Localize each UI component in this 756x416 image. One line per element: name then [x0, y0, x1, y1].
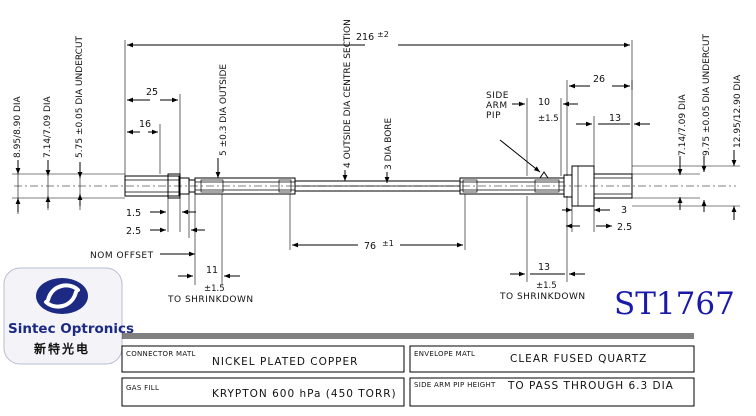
dim-13-bottom-tol: ±1.5 [536, 281, 557, 291]
shrinkdown-left-label: TO SHRINKDOWN [167, 295, 254, 305]
dimension-16: 16 [127, 119, 161, 174]
dimension-13-bottom: 13 ±1.5 TO SHRINKDOWN [499, 196, 586, 302]
dim-25-value: 25 [146, 87, 158, 98]
side-arm-label-1: SIDE [486, 91, 509, 101]
undercut-5-75-label: 5.75 ±0.05 DIA UNDERCUT [75, 35, 85, 158]
envelope-matl-value: CLEAR FUSED QUARTZ [510, 353, 647, 365]
sintec-logo: Sintec Optronics 新特光电 [3, 267, 134, 365]
product-code: ST1767 [614, 286, 735, 322]
dia-7-14-left-label: 7.14/7.09 DIA [43, 95, 53, 158]
dia-12-95-label: 12.95/12.90 DIA [733, 74, 743, 148]
connector-matl-cell [121, 345, 405, 373]
dim-16-value: 16 [139, 119, 151, 130]
dimension-25: 25 [127, 87, 181, 174]
dim-13-bottom-value: 13 [538, 262, 550, 273]
logo-name: Sintec Optronics [8, 321, 134, 337]
dimension-11: 11 ±1.5 TO SHRINKDOWN [167, 194, 254, 305]
dim-2-5-right-value: 2.5 [617, 222, 632, 233]
dimension-2-5-right: 2.5 [566, 222, 632, 233]
side-arm-height-value: TO PASS THROUGH 6.3 DIA [507, 380, 674, 392]
dim-3-value: 3 [621, 205, 627, 216]
lamp-body [14, 165, 736, 207]
side-arm-label-3: PIP [486, 111, 501, 121]
overall-length-value: 216 [356, 32, 374, 43]
side-arm-height-cell [409, 377, 695, 407]
gas-fill-cell [121, 377, 405, 407]
right-diameter-callouts: 7.14/7.09 DIA 9.75 ±0.05 DIA UNDERCUT 12… [632, 33, 743, 220]
shrinkdown-right-label: TO SHRINKDOWN [499, 292, 586, 302]
spec-table: CONNECTOR MATL NICKEL PLATED COPPER ENVE… [121, 333, 695, 407]
dim-1-5-value: 1.5 [126, 208, 141, 219]
dimension-76: 76 ±1 [289, 194, 466, 252]
side-arm-pip [539, 171, 549, 179]
overall-length-dimension: 216 ±2 [124, 30, 633, 176]
dim-13-top-value: 13 [609, 113, 621, 124]
gas-fill-value: KRYPTON 600 hPa (450 TORR) [212, 388, 397, 400]
nom-offset-label: NOM OFFSET [90, 251, 154, 261]
dim-76-tol: ±1 [382, 239, 394, 248]
dim-76-value: 76 [364, 241, 376, 252]
dia-8-95-label: 8.95/8.90 DIA [13, 95, 23, 158]
dim-11-tol: ±1.5 [204, 284, 225, 294]
dimension-26: 26 [566, 74, 633, 176]
logo-chinese: 新特光电 [34, 341, 90, 356]
envelope-matl-label: ENVELOPE MATL [414, 350, 475, 358]
dim-26-value: 26 [593, 74, 605, 85]
gas-fill-label: GAS FILL [126, 384, 159, 392]
outside-dia-callouts: 5 ±0.3 DIA OUTSIDE 4 OUTSIDE DIA CENTRE … [215, 19, 394, 183]
connector-matl-value: NICKEL PLATED COPPER [212, 356, 358, 368]
dimension-13-top: 13 [576, 113, 650, 168]
overall-length-tol: ±2 [377, 30, 389, 39]
bore-3-label: 3 DIA BORE [384, 117, 394, 170]
side-arm-label-2: ARM [486, 101, 508, 111]
undercut-9-75-label: 9.75 ±0.05 DIA UNDERCUT [702, 33, 712, 156]
dia-7-14-right-label: 7.14/7.09 DIA [678, 93, 688, 156]
dimension-2-5-left: 2.5 [126, 194, 205, 238]
outside-5-label: 5 ±0.3 DIA OUTSIDE [219, 64, 229, 156]
dim-10-value: 10 [538, 97, 550, 108]
left-diameter-callouts: 8.95/8.90 DIA 7.14/7.09 DIA 5.75 ±0.05 D… [12, 35, 125, 214]
nom-offset: NOM OFFSET [90, 251, 195, 261]
side-arm-height-label: SIDE ARM PIP HEIGHT [414, 381, 496, 389]
connector-matl-label: CONNECTOR MATL [126, 350, 196, 358]
dim-11-value: 11 [206, 265, 218, 276]
dim-10-tol: ±1.5 [538, 114, 559, 124]
envelope-matl-cell [409, 345, 695, 373]
side-arm-callout: SIDE ARM PIP 10 ±1.5 [486, 91, 578, 176]
centre-section-label: 4 OUTSIDE DIA CENTRE SECTION [343, 19, 353, 168]
dim-2-5-left-value: 2.5 [126, 226, 141, 237]
logo-emblem-icon [36, 278, 88, 314]
